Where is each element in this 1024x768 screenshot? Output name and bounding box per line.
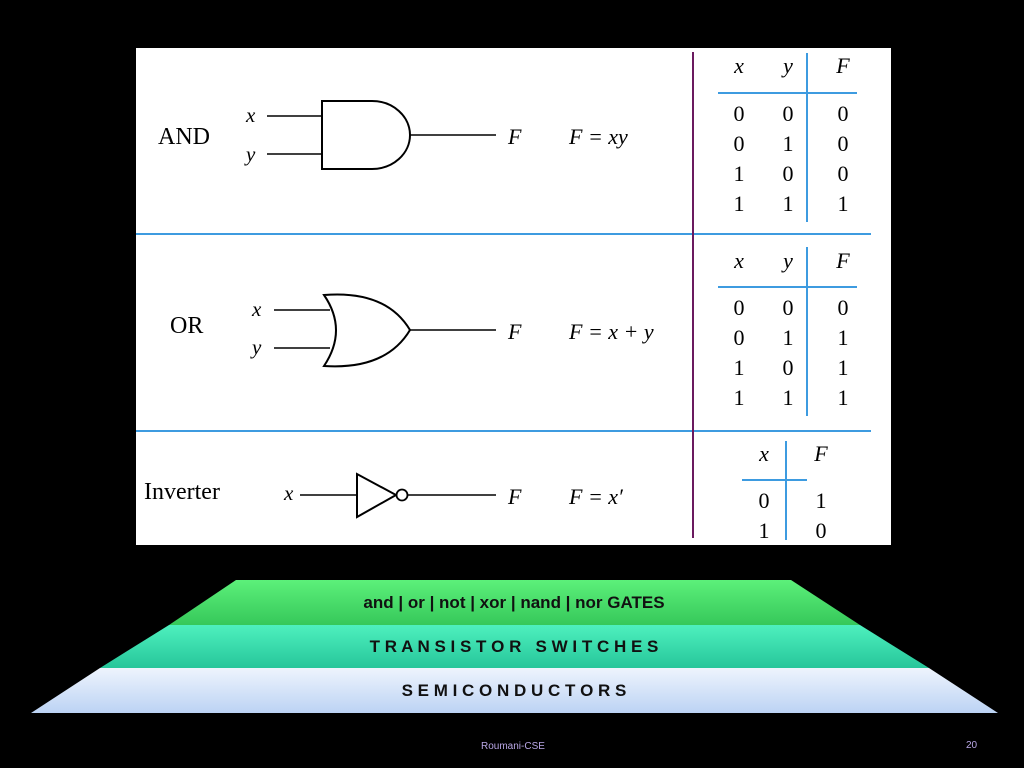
and-label: AND <box>158 124 210 150</box>
svg-text:1: 1 <box>783 385 794 410</box>
gates-diagram: AND x y F F = xy x y F 0 0 0 0 1 0 1 0 0… <box>136 52 871 543</box>
inverter-expression: F = x′ <box>568 484 624 509</box>
inverter-table-header-x: x <box>758 441 769 466</box>
svg-text:1: 1 <box>838 385 849 410</box>
svg-text:0: 0 <box>734 325 745 350</box>
svg-text:1: 1 <box>783 131 794 156</box>
and-table-header-y: y <box>781 53 793 78</box>
svg-text:0: 0 <box>734 101 745 126</box>
svg-text:1: 1 <box>838 355 849 380</box>
svg-text:1: 1 <box>759 518 770 543</box>
inverter-table-body: 0 1 1 0 <box>759 488 827 543</box>
and-input-y: y <box>244 142 256 166</box>
svg-text:0: 0 <box>816 518 827 543</box>
footer-text: Roumani-CSE <box>481 741 545 752</box>
or-table-header-y: y <box>781 248 793 273</box>
inverter-input-x: x <box>283 481 294 505</box>
and-input-x: x <box>245 103 256 127</box>
svg-text:0: 0 <box>734 131 745 156</box>
logic-gates-figure: AND x y F F = xy x y F 0 0 0 0 1 0 1 0 0… <box>136 48 891 545</box>
or-table-body: 0 0 0 0 1 1 1 0 1 1 1 1 <box>734 295 849 410</box>
svg-text:0: 0 <box>838 295 849 320</box>
inverter-label: Inverter <box>144 479 220 505</box>
abstraction-pyramid: and | or | not | xor | nand | nor GATES … <box>31 580 998 713</box>
pyramid-top-label: and | or | not | xor | nand | nor GATES <box>363 593 664 612</box>
svg-text:0: 0 <box>734 295 745 320</box>
or-expression: F = x + y <box>568 319 654 344</box>
svg-text:1: 1 <box>734 191 745 216</box>
and-gate-symbol <box>321 100 411 170</box>
svg-text:0: 0 <box>783 355 794 380</box>
svg-text:1: 1 <box>838 191 849 216</box>
or-table-header-f: F <box>835 248 850 273</box>
inverter-gate-symbol <box>356 472 399 519</box>
or-input-x: x <box>251 297 262 321</box>
pyramid-layer-gates <box>169 580 860 625</box>
svg-text:1: 1 <box>734 355 745 380</box>
pyramid-layer-transistors <box>100 625 929 668</box>
and-output-f: F <box>507 124 522 149</box>
and-expression: F = xy <box>568 124 628 149</box>
pyramid-bottom-label: S E M I C O N D U C T O R S <box>402 681 627 700</box>
svg-text:0: 0 <box>759 488 770 513</box>
and-table-header-f: F <box>835 53 850 78</box>
pyramid-middle-label: T R A N S I S T O R S W I T C H E S <box>370 637 659 656</box>
svg-text:1: 1 <box>734 385 745 410</box>
svg-text:0: 0 <box>838 101 849 126</box>
pyramid-layer-semiconductors <box>31 668 998 713</box>
svg-text:0: 0 <box>783 295 794 320</box>
svg-text:0: 0 <box>838 161 849 186</box>
or-input-y: y <box>250 335 262 359</box>
page-number: 20 <box>966 740 978 751</box>
or-label: OR <box>170 313 203 339</box>
inverter-table-header-f: F <box>813 441 828 466</box>
or-gate-symbol <box>322 293 412 368</box>
or-table-header-x: x <box>733 248 744 273</box>
and-table-header-x: x <box>733 53 744 78</box>
svg-text:1: 1 <box>816 488 827 513</box>
svg-text:1: 1 <box>783 325 794 350</box>
svg-text:0: 0 <box>838 131 849 156</box>
svg-text:0: 0 <box>783 161 794 186</box>
svg-text:1: 1 <box>734 161 745 186</box>
svg-text:0: 0 <box>783 101 794 126</box>
inverter-bubble <box>395 488 409 502</box>
svg-text:1: 1 <box>783 191 794 216</box>
inverter-output-f: F <box>507 484 522 509</box>
or-output-f: F <box>507 319 522 344</box>
and-table-body: 0 0 0 0 1 0 1 0 0 1 1 1 <box>734 101 849 216</box>
svg-text:1: 1 <box>838 325 849 350</box>
